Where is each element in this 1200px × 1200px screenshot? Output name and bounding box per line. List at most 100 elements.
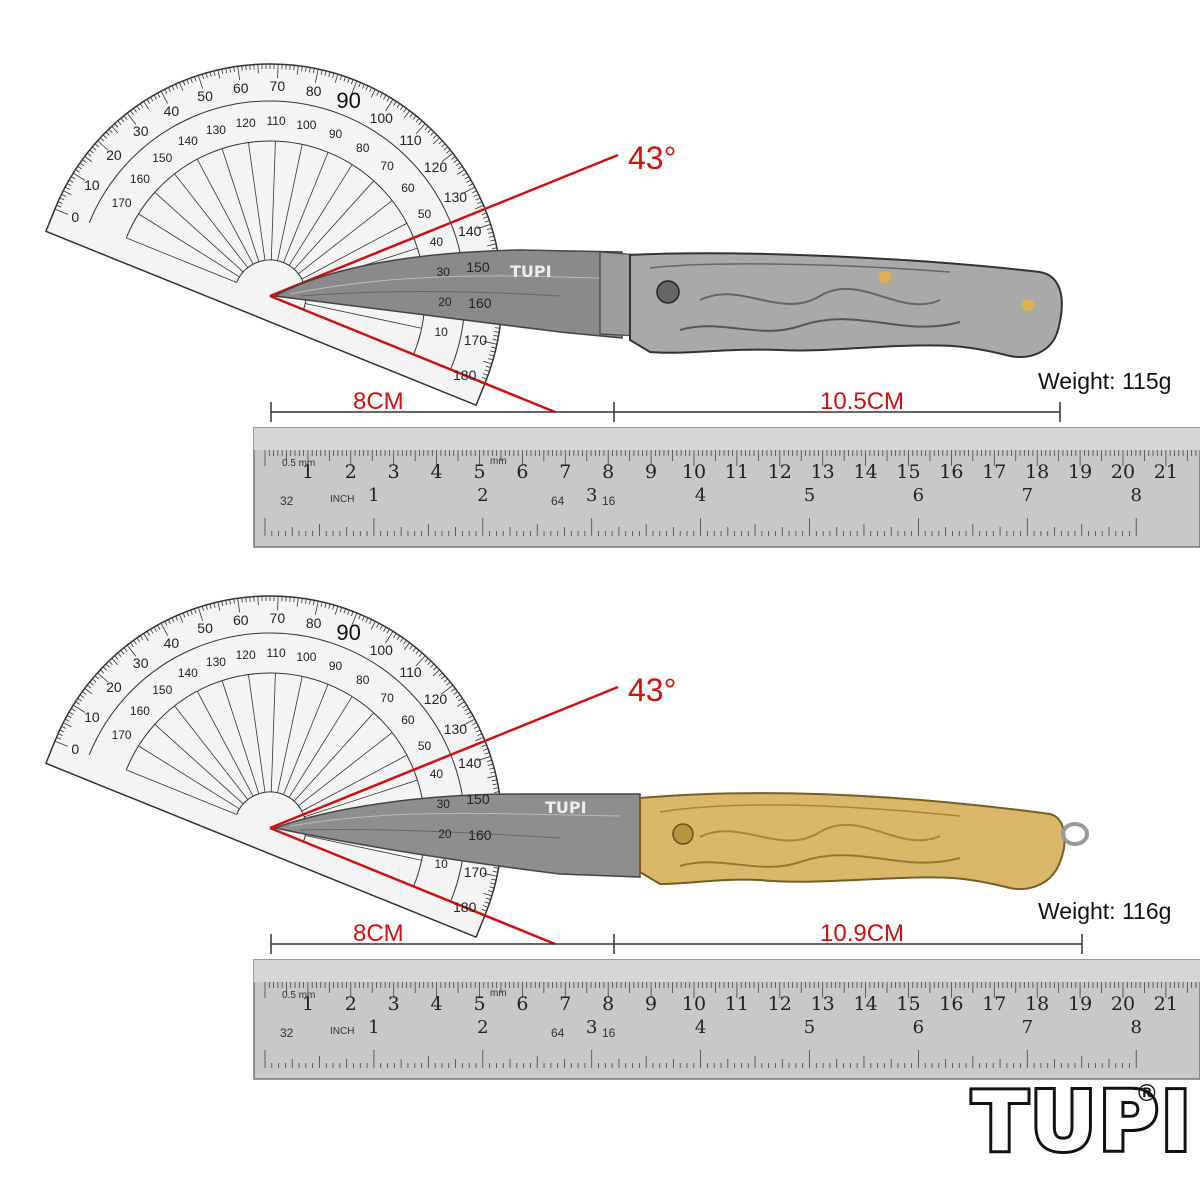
protractor-tick [483,216,489,219]
protractor-tick [97,672,109,683]
ruler-cm-label: 20 [1110,993,1136,1015]
protractor-tick [430,131,435,136]
protractor-tick [108,660,113,665]
protractor-tick [396,635,401,641]
protractor-tick [472,722,477,726]
protractor-tick [205,604,208,610]
protractor-tick [301,66,303,72]
protractor-tick [68,711,74,715]
protractor-inner-label: 70 [380,690,394,705]
ruler-cm-label: 10 [681,993,707,1015]
protractor-ray [305,835,422,861]
protractor-tick [328,71,331,77]
protractor-tick [186,611,190,617]
protractor-tick [369,619,373,625]
ruler-64-label: 64 [551,494,565,508]
protractor-tick [403,110,410,119]
protractor-inner-label: 90 [328,126,343,141]
protractor-tick [245,597,247,603]
protractor-tick [269,595,271,602]
protractor-tick [343,76,346,82]
protractor-outer-label: 100 [369,109,393,126]
protractor-tick [490,771,496,774]
protractor-tick [143,101,149,110]
protractor-tick [339,75,343,81]
protractor-tick [249,64,251,70]
protractor-tick [249,596,251,602]
protractor-tick [351,80,358,95]
protractor-tick [481,212,487,216]
protractor-tick [233,66,235,72]
protractor-tick [489,354,495,357]
protractor-tick [457,165,463,170]
ruler-cm-label: 9 [645,461,658,483]
protractor-tick [424,126,429,131]
protractor-tick [466,179,472,183]
protractor-tick [488,358,494,361]
protractor-tick [167,87,171,93]
protractor-tick [361,615,365,621]
protractor-tick [133,108,137,113]
protractor-outer-label: 30 [132,122,149,139]
protractor-tick [350,611,354,617]
protractor-tick [403,640,407,645]
protractor-tick [334,606,339,615]
protractor-ray [283,684,329,795]
protractor-tick [441,152,454,163]
protractor-outer-label: 140 [458,755,482,772]
protractor-tick [70,176,76,180]
brand-logo: TUPI [969,1072,1194,1173]
protractor-outer-label: 150 [466,258,490,275]
panel-graphics [44,595,1200,1080]
protractor-tick [475,197,481,201]
protractor-tick [175,615,179,621]
protractor-tick [114,123,119,128]
protractor-tick [403,642,410,651]
protractor-tick [217,69,221,79]
protractor-tick [160,622,169,636]
protractor-inner-label: 170 [111,196,132,211]
protractor-tick [178,614,184,623]
protractor-tick [64,186,70,190]
protractor-tick [492,338,498,341]
ruler-inch-label: 4 [694,485,707,506]
protractor-tick [483,373,489,376]
protractor-ray [196,158,254,265]
protractor-tick [273,596,275,602]
protractor-tick [483,360,492,365]
protractor-inner-label: 150 [152,683,173,698]
protractor-tick [483,340,498,345]
protractor-ray [277,676,303,793]
protractor-tick [309,599,311,605]
protractor-tick [182,80,186,86]
protractor-tick [466,711,472,715]
protractor-tick [483,872,498,877]
protractor-inner-label: 80 [356,672,370,687]
protractor-tick [462,172,467,177]
protractor-tick [441,675,446,680]
protractor-tick [481,744,487,748]
protractor-tick [370,89,376,98]
protractor-tick [123,115,128,120]
protractor-tick [415,118,420,123]
protractor-tick [293,65,295,71]
protractor-tick [477,223,491,230]
protractor-tick [89,681,94,686]
protractor-tick [139,635,144,641]
protractor-tick [305,66,307,72]
protractor-tick [57,733,63,737]
protractor-outer-label: 30 [132,654,149,671]
protractor-tick [201,606,205,612]
ruler-cm-label: 11 [724,993,749,1015]
protractor-tick [120,118,125,123]
protractor-ray [174,705,249,800]
protractor-tick [490,350,496,353]
protractor-ray [293,712,375,802]
protractor-tick [186,79,190,85]
protractor-tick [443,146,448,151]
protractor-tick [201,74,205,80]
protractor-ray [248,674,266,793]
ruler-64-label: 64 [551,1026,565,1040]
protractor-tick [59,197,65,201]
protractor-ray [288,164,353,266]
